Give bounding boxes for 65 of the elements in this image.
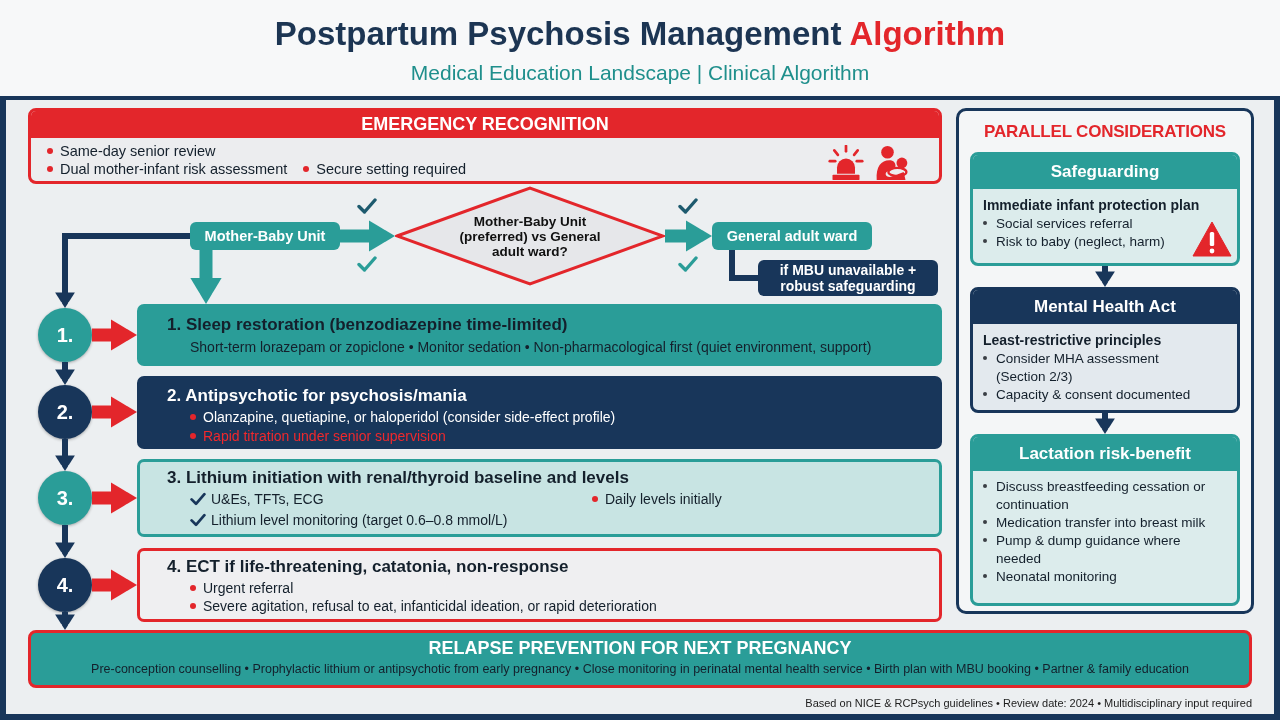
card-heading: Lactation risk-benefit (973, 437, 1237, 471)
card-subheading: Least-restrictive principles (983, 331, 1162, 350)
decision-text: Mother-Baby Unit (preferred) vs General adult ward? (458, 213, 602, 259)
step-detail: Short-term lorazepam or zopiclone • Monitor sedation • Non-pharmacological first (quiet environment, support) (190, 338, 872, 356)
list-item: Social services referral (983, 215, 1133, 233)
card-heading: Mental Health Act (973, 290, 1237, 324)
summary-text: Pre-conception counselling • Prophylactic lithium or antipsychotic from early pregnancy • Close monitoring in perinatal mental health service • Birth plan with MBU booking • Partner & family education (91, 661, 1189, 678)
arrow (340, 223, 395, 249)
arrow (92, 399, 137, 425)
card-heading: Safeguarding (973, 155, 1237, 189)
arrow (57, 439, 73, 471)
step-card (137, 548, 942, 622)
list-item: Neonatal monitoring (983, 568, 1117, 586)
step-card (137, 304, 942, 366)
arrow (1097, 413, 1113, 434)
condition-note: if MBU unavailable + robust safeguarding (758, 260, 938, 296)
section-heading: EMERGENCY RECOGNITION (31, 111, 939, 138)
connector-line (729, 250, 758, 281)
list-item: Risk to baby (neglect, harm) (983, 233, 1165, 251)
side-panel (956, 108, 1254, 614)
footnote: Based on NICE & RCPsych guidelines • Review date: 2024 • Multidisciplinary input required (805, 696, 1252, 710)
step-heading: 3. Lithium initiation with renal/thyroid baseline and levels (167, 468, 629, 488)
card-subheading: Immediate infant protection plan (983, 196, 1200, 215)
info-card (970, 287, 1240, 413)
summary-panel (28, 630, 1252, 688)
list-item: Capacity & consent documented (983, 386, 1191, 404)
subtitle: Medical Education Landscape | Clinical Algorithm (410, 60, 870, 86)
arrow (57, 612, 73, 630)
arrow (92, 572, 137, 598)
alert-panel (28, 108, 942, 184)
arrow (193, 250, 219, 304)
section-heading: RELAPSE PREVENTION FOR NEXT PREGNANCY (428, 637, 852, 659)
arrow (57, 233, 190, 308)
list-item: Medication transfer into breast milk (983, 514, 1206, 532)
option-box: General adult ward (712, 222, 872, 250)
diagram-title: Postpartum Psychosis Management Algorithm (274, 14, 1006, 54)
step-heading: 2. Antipsychotic for psychosis/mania (167, 386, 467, 406)
list-item: Same-day senior review (47, 142, 216, 160)
arrow (57, 362, 73, 385)
list-item: Discuss breastfeeding cessation or continuation (983, 478, 1229, 514)
list-item: Severe agitation, refusal to eat, infanticidal ideation, or rapid deterioration (190, 597, 657, 615)
list-item: Secure setting required (303, 160, 467, 178)
step-heading: 1. Sleep restoration (benzodiazepine time-limited) (167, 315, 568, 335)
option-box: Mother-Baby Unit (190, 222, 340, 250)
list-item: Pump & dump guidance where needed (983, 532, 1229, 568)
arrow (57, 525, 73, 558)
decision-diamond (395, 186, 665, 286)
step-card (137, 459, 942, 537)
list-item: Olanzapine, quetiapine, or haloperidol (consider side-effect profile) (190, 408, 616, 426)
info-card (970, 152, 1240, 266)
arrow (665, 223, 712, 249)
list-item: Urgent referral (190, 579, 294, 597)
list-item: Rapid titration under senior supervision (190, 427, 446, 445)
info-card (970, 434, 1240, 606)
step-heading: 4. ECT if life-threatening, catatonia, non-response (167, 557, 569, 577)
list-item: Lithium level monitoring (target 0.6–0.8 mmol/L) (211, 511, 508, 529)
list-item: U&Es, TFTs, ECG (211, 490, 324, 508)
arrow (92, 322, 137, 348)
list-item: Daily levels initially (592, 490, 722, 508)
panel-heading: PARALLEL CONSIDERATIONS (984, 121, 1226, 143)
arrow (92, 485, 137, 511)
arrow (1097, 266, 1113, 287)
list-item: Consider MHA assessment (Section 2/3) (983, 350, 1207, 386)
list-item: Dual mother-infant risk assessment (47, 160, 288, 178)
step-card (137, 376, 942, 449)
